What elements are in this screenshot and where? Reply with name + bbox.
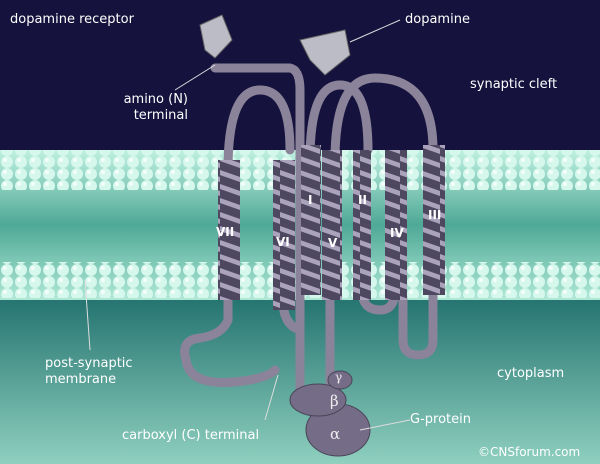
label-post-synaptic-membrane: post-synaptic membrane (45, 356, 133, 387)
helix-label-v: V (328, 236, 338, 250)
label-carboxyl-terminal: carboxyl (C) terminal (122, 428, 260, 443)
helix-label-vi: VI (276, 235, 290, 249)
dopamine-molecules (199, 14, 351, 76)
subunit-gamma: γ (335, 370, 343, 384)
g-protein (289, 370, 371, 457)
helix-label-iv: IV (390, 226, 404, 240)
helix-label-i: I (308, 193, 313, 207)
label-dopamine-receptor: dopamine receptor (10, 12, 134, 27)
helix-label-ii: II (358, 193, 367, 207)
subunit-alpha: α (330, 425, 341, 443)
label-synaptic-cleft: synaptic cleft (470, 77, 558, 92)
helix-label-iii: III (428, 208, 442, 222)
subunit-beta: β (330, 392, 339, 410)
label-cytoplasm: cytoplasm (497, 366, 565, 381)
helices (218, 145, 445, 310)
leader-lines (84, 19, 411, 431)
label-dopamine: dopamine (405, 12, 470, 27)
label-amino-terminal: amino (N) terminal (123, 92, 188, 123)
copyright: ©CNSforum.com (478, 445, 581, 459)
label-g-protein: G-protein (410, 412, 471, 427)
helix-label-vii: VII (216, 225, 235, 239)
